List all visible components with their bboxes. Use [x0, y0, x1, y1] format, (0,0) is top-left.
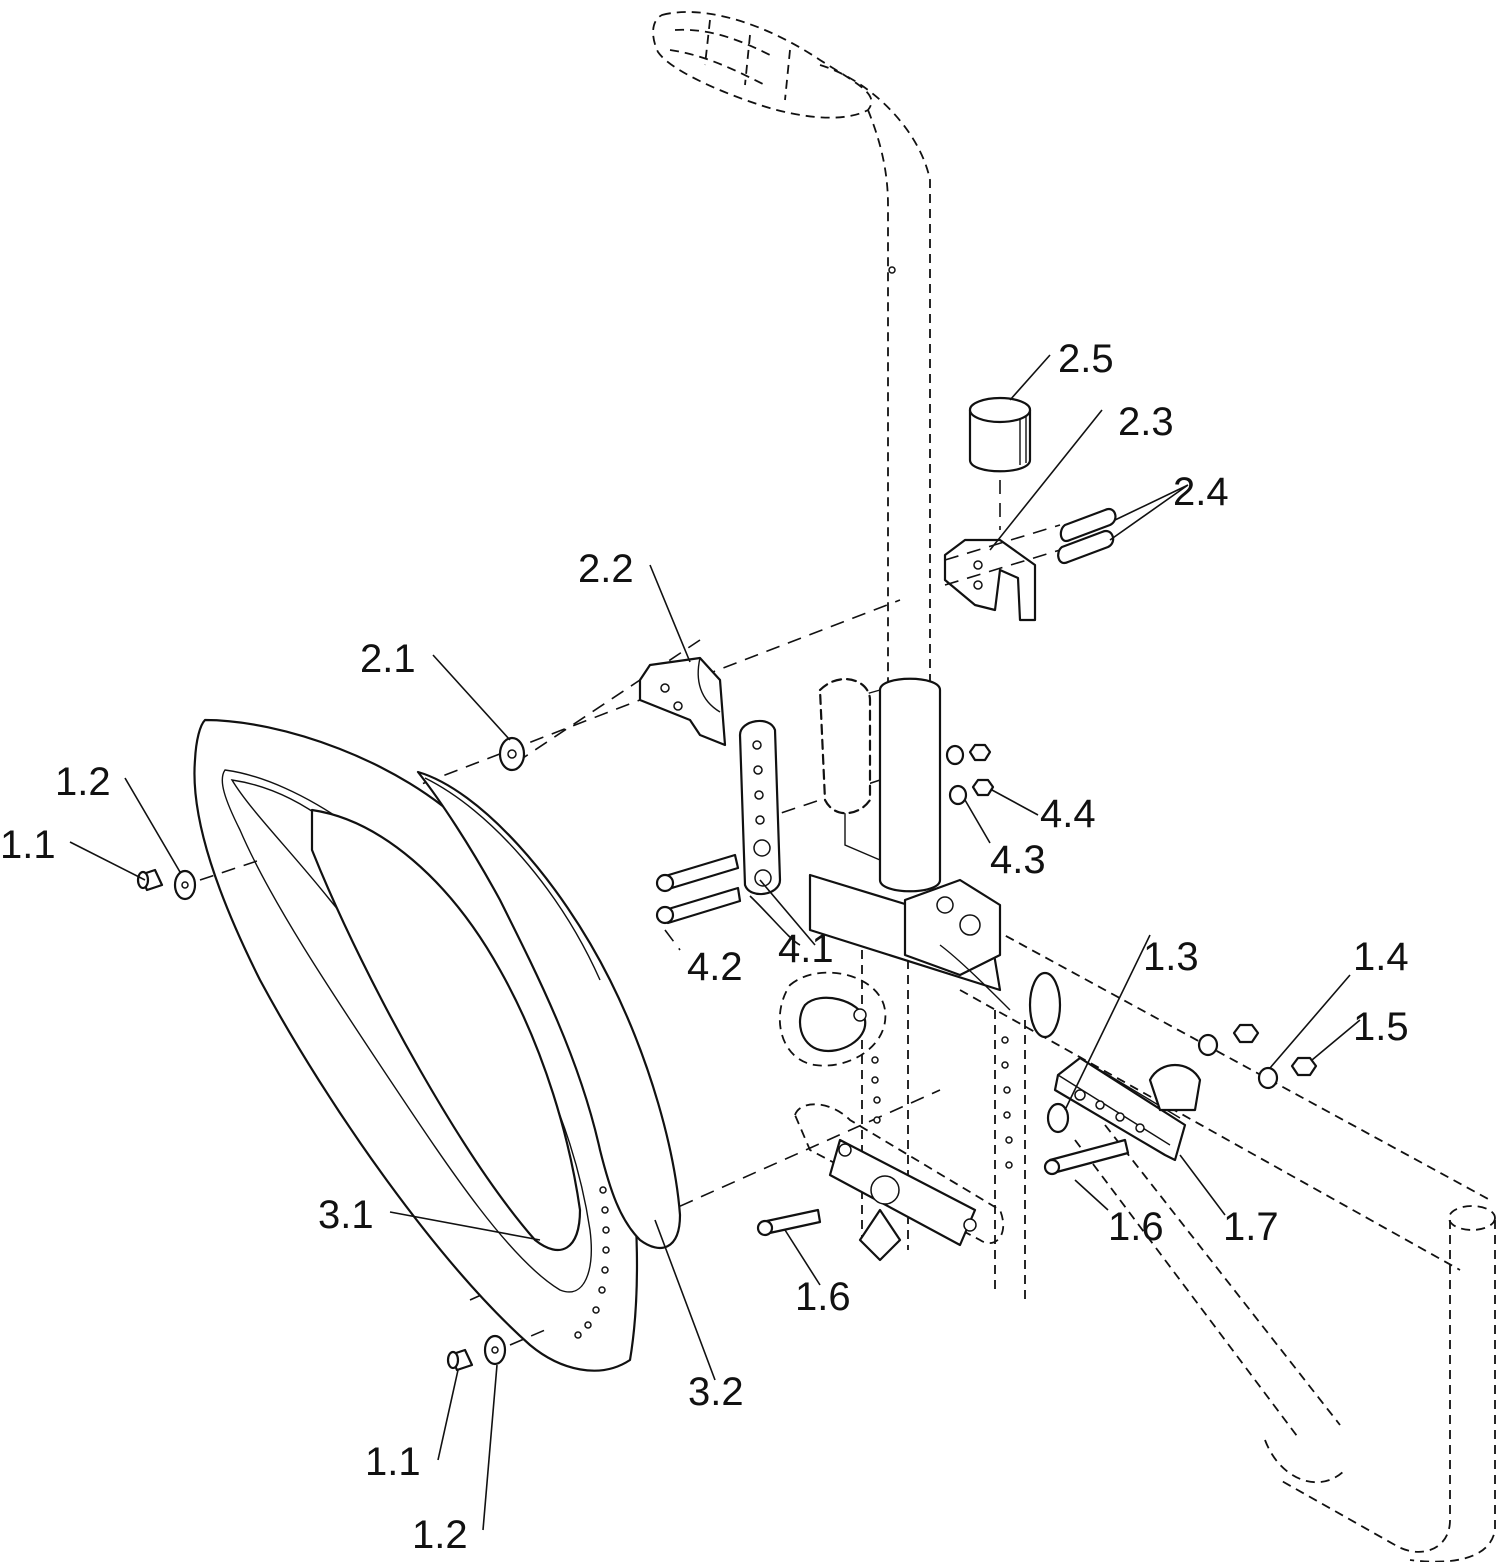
part-2-2-block	[638, 656, 727, 747]
callout-2-4: 2.4	[1173, 470, 1229, 514]
callout-1-6-left: 1.6	[795, 1275, 851, 1319]
part-1-2-washers	[173, 859, 546, 1366]
leader-lines	[69, 354, 1361, 1531]
part-4-2-bolts	[655, 853, 742, 951]
adjust-holes-right	[1001, 1036, 1013, 1169]
part-3-2-side-guard-cover	[416, 770, 682, 1250]
part-2-3-clamp	[943, 524, 1061, 622]
callout-2-5: 2.5	[1058, 337, 1114, 381]
part-1-6-bolts	[756, 1138, 1130, 1237]
part-1-7-bracket	[1053, 1056, 1202, 1162]
callout-2-3: 2.3	[1118, 400, 1174, 444]
callout-1-7: 1.7	[1223, 1205, 1279, 1249]
callout-labels: 1.1 1.2 2.1 2.2 2.3 2.4 2.5 4.1 4.2 4.3 …	[0, 337, 1409, 1557]
callout-1-1-top: 1.1	[0, 823, 56, 867]
callout-4-1: 4.1	[778, 927, 834, 971]
callout-1-5: 1.5	[1353, 1005, 1409, 1049]
callout-4-3: 4.3	[990, 838, 1046, 882]
callout-2-1: 2.1	[360, 637, 416, 681]
seat-post-assembly	[778, 677, 1062, 1262]
callout-4-2: 4.2	[687, 945, 743, 989]
part-1-3-washer	[1046, 1102, 1070, 1134]
part-2-1-washer	[498, 736, 526, 772]
callout-1-4: 1.4	[1353, 935, 1409, 979]
callout-1-2-top: 1.2	[55, 760, 111, 804]
frame-tubes-ghost	[379, 11, 1496, 1562]
part-4-4-nuts	[968, 743, 995, 797]
part-1-4-washers	[1197, 1033, 1279, 1090]
part-1-5-nuts	[1232, 1023, 1318, 1077]
callout-1-1-bottom: 1.1	[365, 1440, 421, 1484]
callout-3-1: 3.1	[318, 1193, 374, 1237]
part-2-4-screws	[1057, 507, 1117, 565]
guard-holes	[574, 1186, 610, 1339]
callout-1-2-bottom: 1.2	[412, 1513, 468, 1557]
part-3-1-side-guard	[193, 718, 639, 1372]
adjust-holes-left	[871, 1056, 881, 1124]
callout-3-2: 3.2	[688, 1370, 744, 1414]
part-4-1-bar	[738, 719, 801, 946]
part-2-5-sleeve	[968, 396, 1032, 530]
part-1-1-screws	[136, 868, 474, 1372]
callout-2-2: 2.2	[578, 547, 634, 591]
callout-1-3: 1.3	[1143, 935, 1199, 979]
callout-4-4: 4.4	[1040, 792, 1096, 836]
callout-1-6-right: 1.6	[1108, 1205, 1164, 1249]
part-4-3-washers	[945, 744, 968, 806]
